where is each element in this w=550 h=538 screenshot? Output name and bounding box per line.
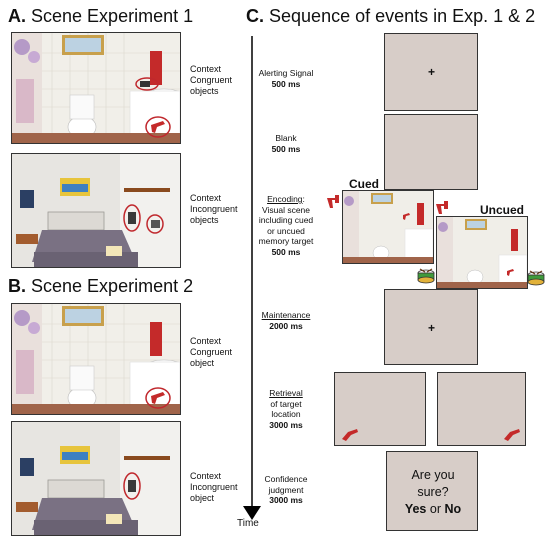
event-label-retrieval: Retrieval of target location 3000 ms [245,388,327,430]
bedroom-scene-image [12,154,180,267]
scene1-context-label: Context Congruent objects [190,64,232,97]
scene-bedroom-exp2 [11,421,181,536]
confidence-options: Yes or No [387,501,479,518]
event-desc-line: Confidence [264,474,308,484]
event-name: Blank [275,133,297,143]
scene2-context-label: Context Incongruent objects [190,193,238,226]
event-name: Encoding [267,194,303,204]
target-circle [145,116,171,138]
cued-label: Cued [349,177,379,191]
panel-a-letter: A. [8,6,26,26]
context-line: Congruent [190,347,233,357]
event-desc-line: including cued [258,215,314,225]
fixation-cross: + [428,65,436,79]
context-line: object [190,493,215,503]
drum-icon [417,268,435,284]
event-label-alerting: Alerting Signal 500 ms [245,68,327,89]
context-line: Incongruent [190,482,238,492]
event-desc-line: of target [270,398,302,409]
screen-retrieval-right [437,372,526,446]
event-name: Retrieval [269,388,303,398]
screen-blank [384,114,478,190]
bathroom-scene-image [437,217,527,288]
scene-bathroom-exp2 [11,303,181,415]
target-circle [145,387,171,409]
bathroom-scene-image [12,33,180,143]
no-option: No [444,502,462,516]
event-name: Alerting Signal [258,68,314,78]
event-desc-line: Visual scene [261,204,311,215]
screen-confidence: Are you sure? Yes or No [386,451,478,531]
target-circle [123,204,141,232]
target-circle [135,77,159,91]
context-line: Context [190,336,222,346]
context-line: Context [190,64,222,74]
bathroom-scene-image [12,304,180,414]
event-duration: 2000 ms [269,320,303,331]
confidence-question-line: Are you [411,468,455,482]
event-duration: 3000 ms [269,495,303,505]
event-duration: 500 ms [271,246,301,257]
event-label-blank: Blank 500 ms [245,133,327,154]
yes-option: Yes [404,502,427,516]
event-duration: 500 ms [271,78,301,89]
context-line: object [190,358,215,368]
context-line: Congruent [190,75,233,85]
or-text: or [429,502,441,516]
context-line: objects [190,86,219,96]
context-line: objects [190,215,219,225]
bathroom-scene-image [343,191,433,263]
panel-c-title-text: Sequence of events in Exp. 1 & 2 [269,6,536,26]
bedroom-scene-image [12,422,180,535]
panel-b-title-text: Scene Experiment 2 [31,276,194,296]
scene-bathroom-exp1 [11,32,181,144]
hair-dryer-icon [342,429,358,441]
context-line: Incongruent [190,204,238,214]
confidence-question: Are you sure? Yes or No [387,467,479,518]
encoding-colon: : [302,194,305,204]
encoding-scene-uncued [436,216,528,289]
timeline-arrow [243,36,261,520]
panel-c-letter: C. [246,6,264,26]
hair-dryer-icon [436,201,448,214]
panel-c-title: C. Sequence of events in Exp. 1 & 2 [246,6,535,26]
event-label-encoding: Encoding: Visual scene including cued or… [245,194,327,257]
hair-dryer-icon [327,195,339,208]
event-duration: 500 ms [271,143,301,154]
panel-b-letter: B. [8,276,26,296]
target-circle [146,214,164,234]
context-line: Context [190,471,222,481]
uncued-label: Uncued [480,203,525,217]
screen-retrieval-left [334,372,426,446]
target-circle [123,472,141,500]
event-label-maintenance: Maintenance 2000 ms [245,310,327,331]
screen-maintenance: + [384,289,478,365]
panel-b-title: B. Scene Experiment 2 [8,276,193,296]
scene3-context-label: Context Congruent object [190,336,232,369]
confidence-question-line: sure? [417,485,449,499]
event-desc-line: judgment [268,484,304,495]
panel-a-title: A. Scene Experiment 1 [8,6,193,26]
timeline-label: Time [237,518,259,529]
panel-a-title-text: Scene Experiment 1 [31,6,194,26]
event-duration: 3000 ms [269,419,303,430]
encoding-scene-cued [342,190,434,264]
fixation-cross: + [428,321,436,335]
scene-bedroom-exp1 [11,153,181,268]
hair-dryer-icon [504,429,520,441]
event-name: Maintenance [261,310,311,320]
context-line: Context [190,193,222,203]
event-desc-line: memory target [258,236,314,246]
drum-icon [527,270,545,286]
event-desc-line: location [271,409,301,419]
event-desc-line: or uncued [267,225,305,236]
event-label-confidence: Confidence judgment 3000 ms [245,474,327,506]
screen-alerting: + [384,33,478,111]
scene4-context-label: Context Incongruent object [190,471,238,504]
